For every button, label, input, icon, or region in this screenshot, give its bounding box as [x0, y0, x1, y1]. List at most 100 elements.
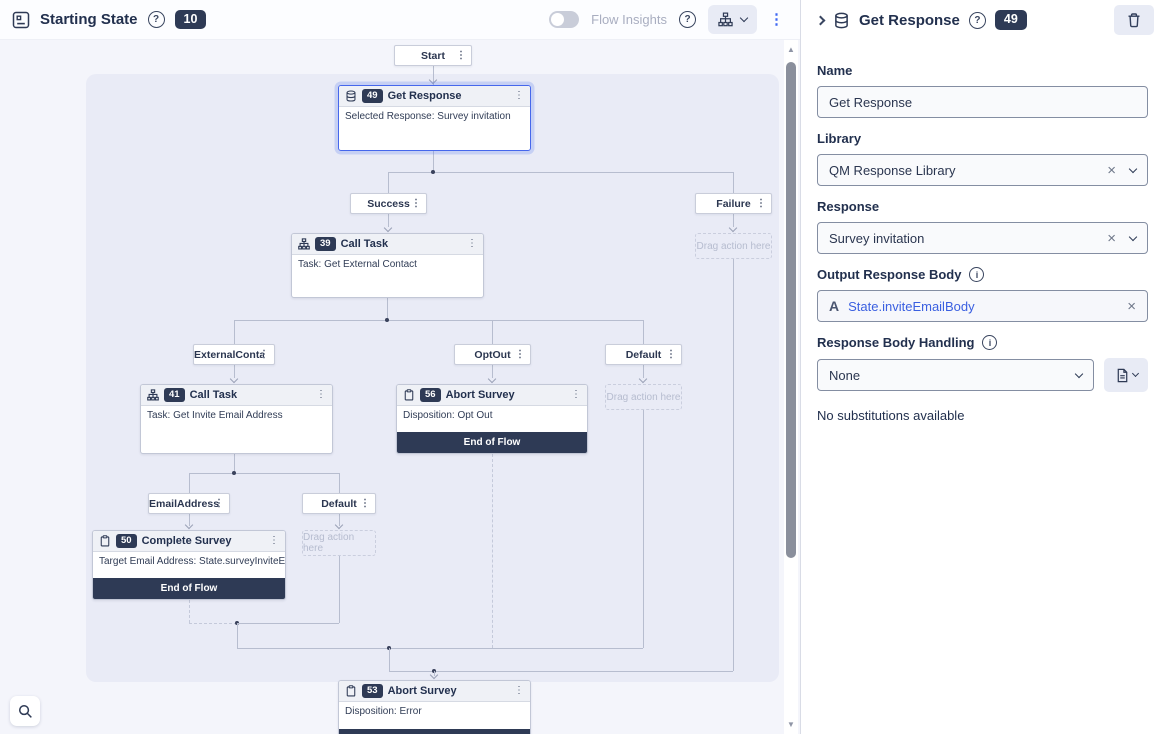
- node-header: 56 Abort Survey ⋮: [397, 385, 587, 406]
- delete-node-button[interactable]: [1114, 5, 1154, 35]
- kebab-icon[interactable]: ⋮: [467, 238, 477, 249]
- kebab-icon[interactable]: ⋮: [269, 535, 279, 546]
- clear-icon[interactable]: ×: [1107, 229, 1116, 247]
- kebab-icon[interactable]: ⋮: [316, 389, 326, 400]
- chip-label: Start: [421, 49, 445, 62]
- chevron-down-icon[interactable]: [1074, 369, 1084, 378]
- node-call-task-39[interactable]: 39 Call Task ⋮ Task: Get External Contac…: [291, 233, 484, 298]
- flow-insights-toggle[interactable]: [549, 11, 580, 28]
- output-response-body-label: Output Response Body i: [817, 267, 1148, 282]
- kebab-icon[interactable]: ⋮: [514, 90, 524, 101]
- node-abort-survey-53[interactable]: 53 Abort Survey ⋮ Disposition: Error End…: [338, 680, 531, 734]
- node-body: Disposition: Error: [345, 706, 422, 717]
- properties-panel: Get Response ? 49 Name Library QM Respon…: [800, 0, 1164, 734]
- node-complete-survey-50[interactable]: 50 Complete Survey ⋮ Target Email Addres…: [92, 530, 286, 600]
- help-icon[interactable]: ?: [147, 11, 165, 28]
- end-of-flow-bar: End of Flow: [339, 729, 530, 734]
- default-chip[interactable]: Default ⋮: [302, 493, 376, 514]
- connector: [234, 454, 235, 473]
- info-icon[interactable]: i: [982, 335, 998, 350]
- node-get-response[interactable]: 49 Get Response ⋮ Selected Response: Sur…: [338, 85, 531, 151]
- clear-icon[interactable]: ×: [1127, 297, 1136, 315]
- failure-chip[interactable]: Failure ⋮: [695, 193, 772, 214]
- default-chip[interactable]: Default ⋮: [605, 344, 682, 365]
- kebab-icon[interactable]: ⋮: [456, 49, 466, 61]
- output-response-body-field[interactable]: A State.inviteEmailBody ×: [817, 290, 1148, 322]
- connector: [189, 623, 237, 624]
- chevron-down-icon: [739, 13, 749, 23]
- optout-chip[interactable]: OptOut ⋮: [454, 344, 531, 365]
- name-input[interactable]: [817, 86, 1148, 118]
- handling-select[interactable]: None: [817, 359, 1094, 391]
- connector: [492, 365, 493, 378]
- info-icon[interactable]: i: [969, 267, 985, 282]
- success-chip[interactable]: Success ⋮: [350, 193, 427, 214]
- node-title: Abort Survey: [387, 685, 457, 697]
- end-of-flow-bar: End of Flow: [397, 432, 587, 453]
- connector: [339, 556, 340, 623]
- kebab-icon[interactable]: ⋮: [666, 348, 676, 360]
- kebab-icon[interactable]: ⋮: [756, 197, 766, 209]
- library-select[interactable]: QM Response Library ×: [817, 154, 1148, 186]
- zoom-search-button[interactable]: [10, 696, 40, 726]
- panel-header: Get Response ? 49: [801, 0, 1164, 40]
- connector: [643, 410, 644, 648]
- state-count-badge: 10: [174, 9, 207, 30]
- flow-canvas[interactable]: Start ⋮ Success ⋮ Failure ⋮ ExternalCont…: [0, 40, 800, 734]
- scroll-down-icon[interactable]: ▼: [787, 720, 795, 729]
- node-call-task-41[interactable]: 41 Call Task ⋮ Task: Get Invite Email Ad…: [140, 384, 333, 454]
- help-icon[interactable]: ?: [968, 11, 986, 29]
- response-select[interactable]: Survey invitation ×: [817, 222, 1148, 254]
- kebab-icon[interactable]: ⋮: [214, 497, 224, 509]
- state-title: Starting State: [40, 11, 138, 28]
- chevron-down-icon[interactable]: [1128, 164, 1138, 173]
- node-header: 49 Get Response ⋮: [339, 86, 530, 107]
- kebab-icon[interactable]: ⋮: [571, 389, 581, 400]
- node-header: 53 Abort Survey ⋮: [339, 681, 530, 702]
- selected-library: QM Response Library: [829, 162, 956, 178]
- scroll-up-icon[interactable]: ▲: [787, 45, 795, 54]
- drop-placeholder[interactable]: Drag action here: [605, 384, 682, 410]
- chevron-down-icon[interactable]: [1128, 232, 1138, 241]
- connector: [389, 648, 390, 671]
- help-icon[interactable]: ?: [679, 11, 696, 28]
- clear-icon[interactable]: ×: [1107, 161, 1116, 179]
- response-label: Response: [817, 199, 880, 214]
- email-address-chip[interactable]: EmailAddress... ⋮: [148, 493, 230, 514]
- node-abort-survey-56[interactable]: 56 Abort Survey ⋮ Disposition: Opt Out E…: [396, 384, 588, 454]
- more-options-kebab[interactable]: ⋮: [769, 11, 784, 28]
- text-type-icon: A: [829, 298, 840, 314]
- connector: [388, 172, 733, 173]
- toolbar-actions: Flow Insights ? ⋮: [549, 5, 784, 34]
- kebab-icon[interactable]: ⋮: [514, 685, 524, 696]
- kebab-icon[interactable]: ⋮: [259, 348, 269, 360]
- chevron-down-icon: [1131, 369, 1139, 378]
- canvas-scrollbar[interactable]: ▲ ▼: [784, 40, 798, 734]
- drop-placeholder[interactable]: Drag action here: [302, 530, 376, 556]
- chip-label: Default: [321, 497, 357, 510]
- scrollbar-thumb[interactable]: [786, 62, 796, 558]
- start-chip[interactable]: Start ⋮: [394, 45, 472, 66]
- response-template-button[interactable]: [1104, 358, 1148, 392]
- connector: [389, 671, 733, 672]
- node-id-badge: 56: [420, 388, 441, 402]
- kebab-icon[interactable]: ⋮: [515, 348, 525, 360]
- collapse-panel-icon[interactable]: [815, 15, 826, 25]
- editor-toolbar: Starting State ? 10 Flow Insights ?: [0, 0, 800, 40]
- node-title: Get Response: [387, 90, 462, 102]
- response-body-handling-label: Response Body Handling i: [817, 335, 1148, 350]
- drop-placeholder[interactable]: Drag action here: [695, 233, 772, 259]
- connector: [434, 671, 435, 676]
- external-contact-chip[interactable]: ExternalConta... ⋮: [193, 344, 275, 365]
- database-icon: [833, 12, 850, 29]
- connector: [189, 514, 190, 526]
- layout-view-button[interactable]: [708, 5, 757, 34]
- kebab-icon[interactable]: ⋮: [360, 497, 370, 509]
- node-title: Complete Survey: [141, 535, 232, 547]
- kebab-icon[interactable]: ⋮: [411, 197, 421, 209]
- selected-handling: None: [829, 367, 861, 383]
- node-id-badge: 53: [362, 684, 383, 698]
- node-body: Task: Get External Contact: [298, 259, 417, 270]
- connector: [492, 320, 493, 344]
- chip-label: ExternalConta...: [194, 348, 264, 361]
